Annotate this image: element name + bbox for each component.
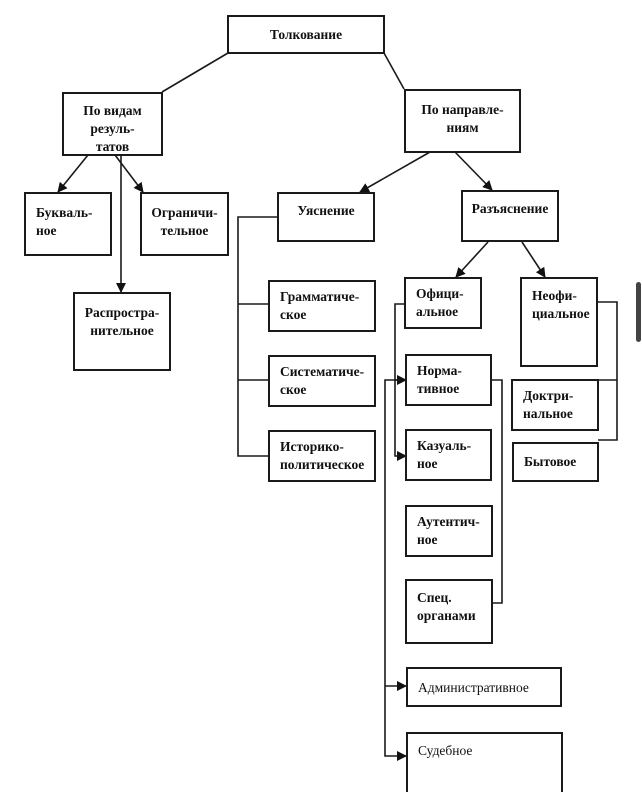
node-restrictive: Ограничи- тельное: [140, 192, 229, 256]
node-everyday: Бытовое: [512, 442, 599, 482]
edge-direction-explanation: [454, 151, 493, 191]
node-label-line: нальное: [523, 406, 573, 421]
node-label: Судебное: [418, 743, 473, 758]
node-label: Разъяснение: [471, 201, 549, 216]
node-normative: Норма- тивное: [405, 354, 492, 406]
edge-explanation-unofficial: [521, 241, 546, 278]
node-interpretation: Толкование: [227, 15, 385, 54]
edge-unofficial-bracket: [597, 301, 618, 441]
node-explanation: Разъяснение: [461, 190, 559, 242]
node-casual: Казуаль- ное: [405, 429, 492, 481]
node-label-line: Ограничи-: [151, 205, 218, 220]
node-doctrinal: Доктри- нальное: [511, 379, 599, 431]
node-extensive: Распростра- нительное: [73, 292, 171, 371]
node-by-direction: По направле- ниям: [404, 89, 521, 153]
node-systematic: Систематиче- ское: [268, 355, 376, 407]
node-by-results: По видам резуль- татов: [62, 92, 163, 156]
edge-normative-special: [491, 379, 503, 604]
node-historical-political: Историко- политическое: [268, 430, 376, 482]
node-label-line: тельное: [160, 223, 209, 238]
node-label-line: альное: [416, 304, 459, 319]
node-label-line: Неофи-: [532, 288, 577, 303]
node-label-line: Доктри-: [523, 388, 574, 403]
node-label-line: Казуаль-: [417, 438, 472, 453]
node-label-line: По видам резуль-: [83, 103, 142, 136]
node-label-line: тивное: [417, 381, 460, 396]
node-label-line: ниям: [446, 120, 479, 135]
node-label-line: Историко-: [280, 439, 344, 454]
node-official: Офици- альное: [404, 277, 482, 329]
node-authentic: Аутентич- ное: [405, 505, 493, 557]
edge-administrative-bracket: [384, 379, 407, 761]
node-label-line: ское: [280, 382, 307, 397]
node-label-line: Грамматиче-: [280, 289, 360, 304]
edge-root-by-results: [161, 52, 229, 93]
node-label-line: политическое: [280, 457, 365, 472]
edge-clarification-bracket: [237, 216, 277, 457]
node-label-line: циальное: [532, 306, 590, 321]
node-special-bodies: Спец. органами: [405, 579, 493, 644]
node-literal: Букваль- ное: [24, 192, 112, 256]
node-label-line: Систематиче-: [280, 364, 365, 379]
node-label-line: ное: [36, 223, 57, 238]
edge-explanation-official: [455, 241, 489, 278]
node-label: Бытовое: [524, 454, 577, 469]
node-unofficial: Неофи- циальное: [520, 277, 598, 367]
node-label-line: ное: [417, 456, 438, 471]
node-grammatical: Грамматиче- ское: [268, 280, 376, 332]
node-clarification: Уяснение: [277, 192, 375, 242]
node-label-line: ское: [280, 307, 307, 322]
node-label-line: Офици-: [416, 286, 464, 301]
edge-results-restrictive: [114, 154, 144, 193]
node-label-line: Аутентич-: [417, 514, 480, 529]
edge-results-literal: [57, 154, 89, 193]
node-label-line: татов: [95, 139, 130, 154]
node-label: Уяснение: [297, 203, 355, 218]
node-label-line: Букваль-: [36, 205, 93, 220]
node-judicial: Судебное: [406, 732, 563, 792]
node-label-line: По направле-: [421, 102, 504, 117]
edge-root-by-direction: [383, 52, 405, 90]
node-label-line: нительное: [90, 323, 154, 338]
edge-direction-clarification: [359, 151, 431, 193]
scan-artifact: [636, 282, 641, 342]
node-label-line: Спец.: [417, 590, 452, 605]
node-label-line: органами: [417, 608, 476, 623]
node-label: Толкование: [269, 27, 343, 42]
node-administrative: Административное: [406, 667, 562, 707]
node-label-line: Норма-: [417, 363, 462, 378]
node-label-line: Распростра-: [84, 305, 160, 320]
node-label: Административное: [418, 680, 529, 695]
node-label-line: ное: [417, 532, 438, 547]
